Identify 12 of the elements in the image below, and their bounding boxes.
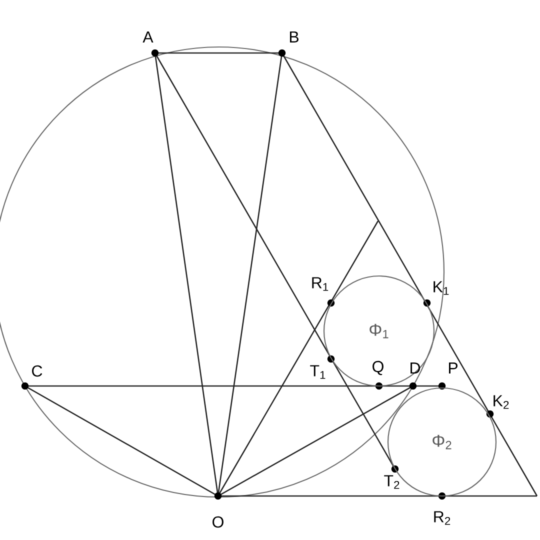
point-label: O: [212, 516, 224, 528]
point-label: R$_{2}$: [434, 511, 450, 525]
point-label: K$_{1}$: [434, 281, 449, 295]
point-label: Q: [372, 360, 384, 376]
point-label: A: [142, 32, 154, 42]
point-label: T$_{1}$: [310, 365, 326, 379]
point-label: T$_{2}$: [384, 475, 400, 489]
point-label: C: [32, 365, 42, 377]
point-label: R$_{1}$: [312, 277, 328, 291]
point-label: B: [290, 32, 298, 42]
point-label: D: [410, 362, 420, 374]
point-label: P: [449, 362, 458, 374]
